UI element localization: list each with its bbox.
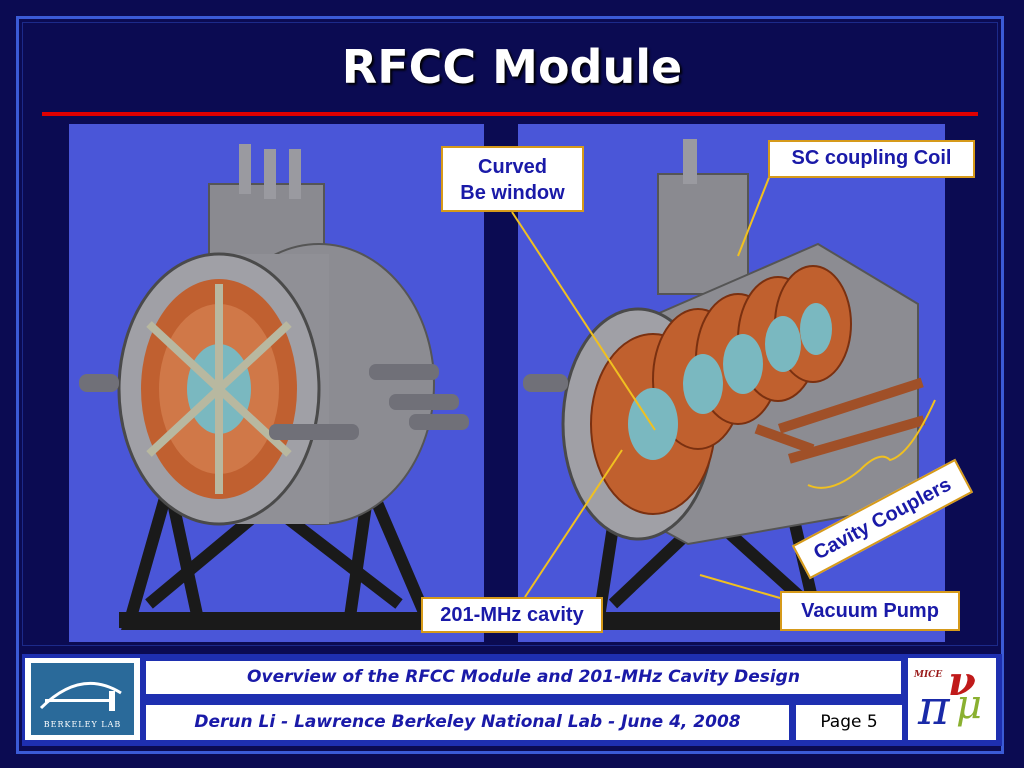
berkeley-lab-logo: BERKELEY LAB	[25, 658, 140, 740]
mu-glyph-icon: μ	[956, 682, 982, 728]
sc-coupling-coil-label: SC coupling Coil	[768, 140, 975, 178]
cavity-201mhz-label: 201-MHz cavity	[421, 597, 603, 633]
slide-frame	[16, 16, 1004, 754]
berkeley-lab-logo-text: BERKELEY LAB	[43, 720, 122, 729]
berkeley-lab-logo-graphic	[39, 681, 122, 711]
mice-logo-text: MICE	[914, 670, 943, 680]
title-underline	[42, 112, 978, 116]
curved-be-window-label: Curved Be window	[441, 146, 584, 212]
slide-title: RFCC Module	[341, 40, 683, 94]
overview-banner: Overview of the RFCC Module and 201-MHz …	[146, 661, 901, 694]
mice-logo: MICE π ν μ	[908, 658, 996, 740]
slide-inner-frame	[22, 22, 998, 646]
pi-glyph-icon: π	[918, 680, 950, 736]
curved-label-line1: Curved	[478, 156, 547, 178]
rfcc-module-exterior-illustration	[79, 144, 469, 630]
vacuum-pump-label: Vacuum Pump	[780, 591, 960, 631]
author-banner: Derun Li - Lawrence Berkeley National La…	[146, 705, 789, 740]
be-window-label-line2: Be window	[460, 182, 565, 204]
rfcc-module-render-left	[69, 124, 484, 642]
nu-glyph-icon: ν	[948, 658, 976, 705]
page-number: Page 5	[796, 705, 902, 740]
